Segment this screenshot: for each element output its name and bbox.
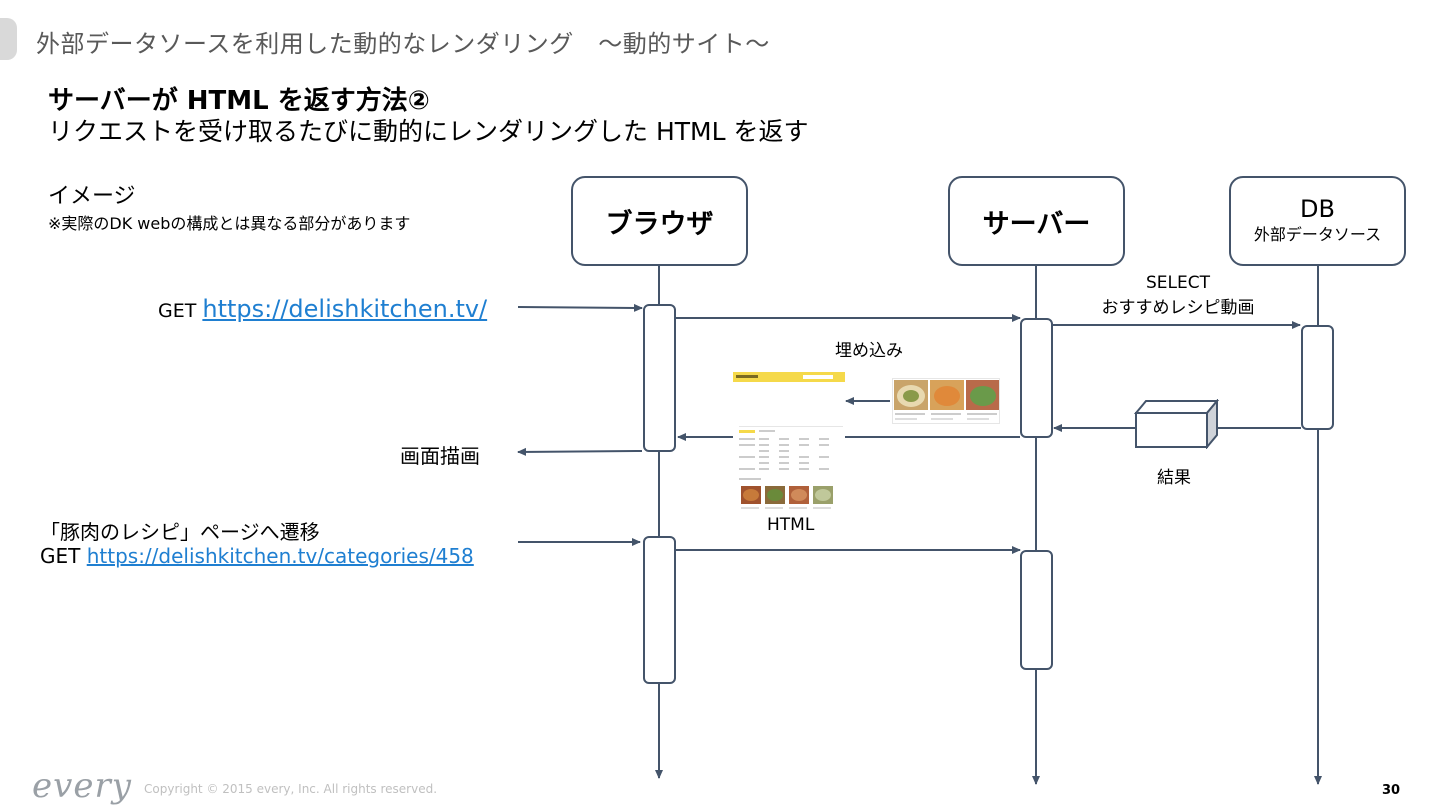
page-number: 30: [1382, 783, 1401, 798]
transition-label: 「豚肉のレシピ」ページへ遷移: [40, 520, 320, 544]
get-request-label: GET https://delishkitchen.tv/: [158, 295, 487, 323]
browser-actor: ブラウザ: [571, 176, 748, 266]
header-accent-tab: [0, 18, 17, 60]
section-subheading: リクエストを受け取るたびに動的にレンダリングした HTML を返す: [48, 117, 809, 146]
get-url-2-link[interactable]: https://delishkitchen.tv/categories/458: [86, 544, 474, 568]
note-text: ※実際のDK webの構成とは異なる部分があります: [48, 214, 411, 233]
food-photo-icon: [892, 378, 1000, 424]
get-method-2: GET: [40, 544, 87, 568]
get-url-link[interactable]: https://delishkitchen.tv/: [202, 295, 488, 323]
arrow-render: [517, 447, 643, 456]
webpage-thumbnail-icon: [733, 372, 845, 514]
embed-label: 埋め込み: [835, 341, 903, 361]
select-label: SELECT おすすめレシピ動画: [1092, 273, 1264, 318]
server-activation-2: [1020, 550, 1053, 670]
db-activation: [1301, 325, 1334, 430]
cube-icon: [1134, 399, 1220, 449]
select-description: おすすめレシピ動画: [1101, 298, 1255, 318]
render-label: 画面描画: [400, 444, 480, 468]
db-actor-subtitle: 外部データソース: [1253, 225, 1382, 244]
every-logo: every: [32, 766, 132, 806]
db-actor-title: DB: [1300, 195, 1335, 223]
get-method: GET: [158, 300, 203, 322]
server-activation-1: [1020, 318, 1053, 438]
copyright-text: Copyright © 2015 every, Inc. All rights …: [144, 782, 438, 796]
server-actor: サーバー: [948, 176, 1125, 266]
browser-activation-2: [643, 536, 676, 684]
server-actor-label: サーバー: [982, 208, 1091, 240]
html-label: HTML: [767, 515, 815, 535]
browser-actor-label: ブラウザ: [605, 208, 714, 240]
get-request-2-label: GET https://delishkitchen.tv/categories/…: [40, 544, 474, 568]
result-label: 結果: [1157, 468, 1191, 488]
browser-activation-1: [643, 304, 676, 452]
image-label: イメージ: [48, 184, 136, 209]
select-keyword: SELECT: [1146, 273, 1210, 293]
section-heading: サーバーが HTML を返す方法②: [48, 86, 430, 116]
db-actor: DB 外部データソース: [1229, 176, 1406, 266]
slide-title: 外部データソースを利用した動的なレンダリング ～動的サイト～: [36, 30, 770, 58]
arrow-get-request: [517, 303, 643, 312]
